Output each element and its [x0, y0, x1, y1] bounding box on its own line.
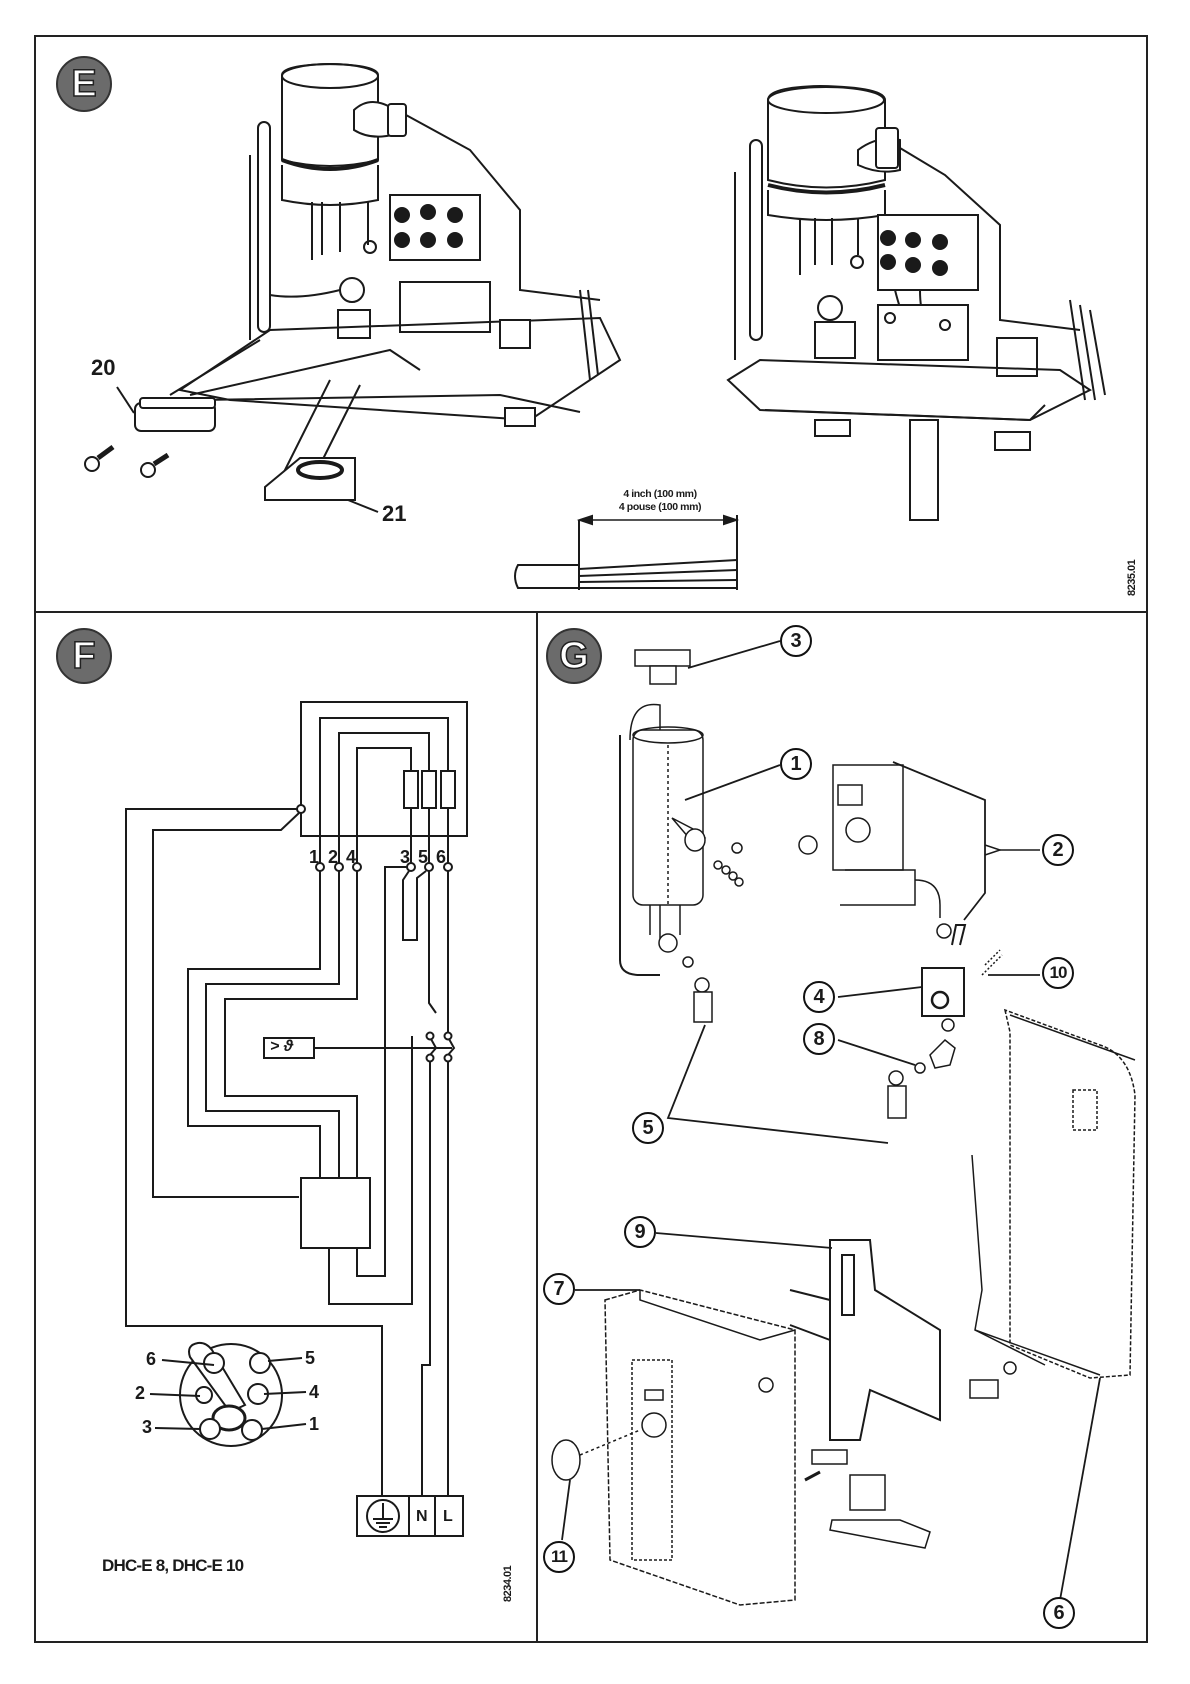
- dimension-line-2: 4 pouse (100 mm): [618, 501, 702, 513]
- part-5-fittings: [666, 956, 907, 1144]
- switch-pin-1: 1: [309, 1414, 320, 1434]
- terminal-block: [389, 194, 481, 261]
- heater-assembly-closed: [726, 84, 1106, 521]
- terminal-label-4: 4: [346, 847, 357, 867]
- control-unit: [300, 1177, 371, 1249]
- terminal-block: [849, 1474, 886, 1511]
- panel-f-badge: F: [56, 628, 112, 684]
- horizontal-divider: [34, 611, 1148, 613]
- cable-strip-dimension: [514, 514, 740, 590]
- model-caption: DHC-E 8, DHC-E 10: [102, 1556, 244, 1575]
- part-9-electronics: [655, 1232, 999, 1549]
- hex-nut: [499, 319, 531, 349]
- callout-7: 7: [543, 1273, 575, 1305]
- switch-pin-5: 5: [305, 1348, 316, 1368]
- callout-2: 2: [1042, 834, 1074, 866]
- part-2-control-assembly: [798, 761, 1040, 921]
- part-3-cap: [634, 640, 781, 685]
- panel-e-badge: E: [56, 56, 112, 112]
- part-4-valve-block: [837, 923, 1040, 1074]
- callout-11: 11: [543, 1541, 575, 1573]
- switch-pin-4: 4: [309, 1382, 320, 1402]
- part-6-back-panel: [971, 1008, 1136, 1601]
- heating-element: [403, 770, 419, 809]
- panel-g-badge: G: [546, 628, 602, 684]
- terminal-label-3: 3: [400, 847, 411, 867]
- panel-e: E: [0, 0, 1190, 612]
- callout-3: 3: [780, 625, 812, 657]
- ground-wire: [125, 808, 383, 1496]
- part-1-heater-tank: [619, 703, 781, 976]
- hex-fitting: [337, 309, 371, 339]
- terminal-n: N: [416, 1508, 428, 1525]
- dimension-line-1: 4 inch (100 mm): [623, 488, 697, 500]
- callout-9: 9: [624, 1216, 656, 1248]
- dimension-label: 4 inch (100 mm) 4 pouse (100 mm): [580, 488, 740, 514]
- terminal-label-5: 5: [418, 847, 429, 867]
- switch-pin-2: 2: [135, 1383, 146, 1403]
- page-frame: [34, 35, 1148, 1643]
- part-label-20: 20: [91, 355, 116, 380]
- switch-pin-6: 6: [146, 1349, 157, 1369]
- cable-clamp-20: [116, 386, 216, 432]
- safety-cutout-contacts: [425, 1031, 453, 1063]
- thermostat-symbol: > ϑ: [270, 1038, 294, 1055]
- heater-housing: [300, 701, 468, 837]
- cable: [909, 419, 939, 521]
- terminal-label-2: 2: [328, 847, 339, 867]
- strain-relief-seat: [399, 281, 491, 333]
- terminal-block: [877, 214, 979, 291]
- screw-icon: [84, 444, 115, 472]
- terminal-label-6: 6: [436, 847, 447, 867]
- screw-icon: [363, 240, 377, 254]
- nut: [387, 103, 407, 137]
- part-7-front-cover: [575, 1289, 796, 1606]
- part-11-knob: [551, 1429, 641, 1541]
- control-wire: [152, 812, 300, 1198]
- rotary-switch: [149, 1341, 307, 1447]
- screw-icon: [140, 452, 170, 478]
- callout-10: 10: [1042, 957, 1074, 989]
- terminal-l: L: [443, 1508, 453, 1525]
- pipe: [257, 121, 271, 333]
- callout-4: 4: [803, 981, 835, 1013]
- part-label-21: 21: [382, 501, 407, 526]
- heater-assembly-open: [84, 62, 622, 513]
- neutral-wire: [421, 1062, 431, 1496]
- vertical-divider: [536, 612, 538, 1643]
- panel-f: F: [0, 0, 537, 1684]
- callout-5: 5: [632, 1112, 664, 1144]
- callout-8: 8: [803, 1023, 835, 1055]
- heating-element: [440, 770, 456, 809]
- switch-pin-3: 3: [142, 1417, 153, 1437]
- strain-relief-21: [264, 457, 379, 513]
- terminal-label-1: 1: [309, 847, 320, 867]
- thermostat-symbol-box: [263, 1037, 315, 1059]
- thread-fitting: [504, 407, 536, 427]
- ground-symbol-icon: [366, 1499, 400, 1533]
- callout-6: 6: [1043, 1597, 1075, 1629]
- callout-1: 1: [780, 748, 812, 780]
- panel-e-drawing: [84, 62, 1106, 590]
- wiring-diagram: [125, 701, 468, 1537]
- heating-element: [421, 770, 437, 809]
